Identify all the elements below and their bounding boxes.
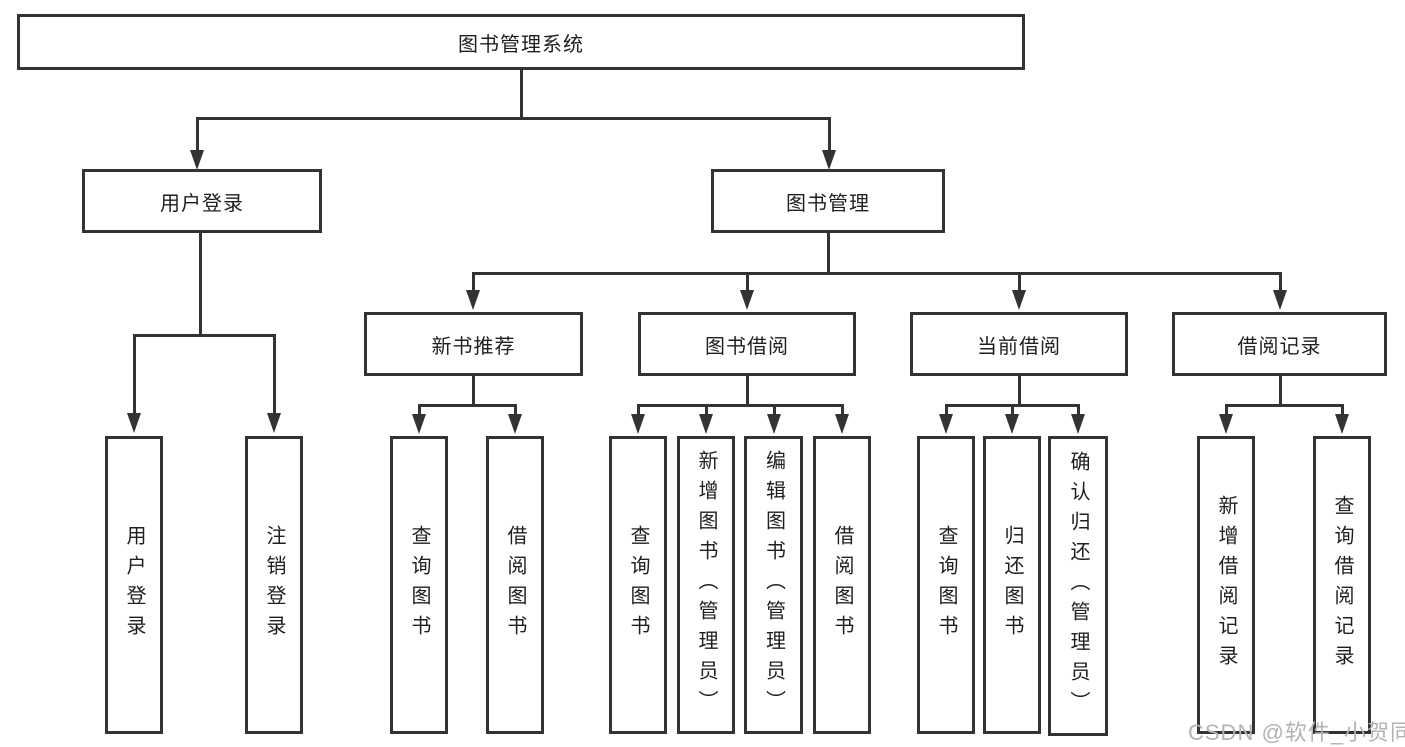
leaf-label: 查询图书 — [935, 525, 957, 645]
connector-stub-mgmt — [828, 117, 831, 152]
arrow-down-icon — [1071, 414, 1085, 434]
node-borrow-records-label: 借阅记录 — [1237, 335, 1322, 358]
arrow-down-icon — [699, 414, 713, 434]
connector-stub — [273, 334, 276, 415]
node-book-borrow: 图书借阅 — [638, 312, 856, 376]
arrow-down-icon — [835, 414, 849, 434]
leaf-label: 借阅图书 — [504, 525, 526, 645]
leaf-label: 新增图书（管理员） — [695, 450, 717, 720]
leaf-logout: 注销登录 — [245, 436, 303, 734]
node-root: 图书管理系统 — [17, 14, 1025, 70]
connector-login-stem — [199, 233, 202, 336]
connector-stub — [1225, 404, 1228, 416]
connector-stub — [133, 334, 136, 415]
connector-stub — [637, 404, 640, 416]
leaf-return-books: 归还图书 — [983, 436, 1041, 734]
leaf-edit-books-admin: 编辑图书（管理员） — [744, 436, 803, 734]
connector-level1-rail — [196, 117, 831, 120]
connector-stub — [1077, 404, 1080, 416]
node-user-login: 用户登录 — [82, 169, 322, 233]
connector-stub — [705, 404, 708, 416]
arrow-down-icon — [267, 413, 281, 433]
leaf-query-books: 查询图书 — [609, 436, 667, 734]
leaf-label: 查询图书 — [627, 525, 649, 645]
arrow-down-icon — [190, 150, 204, 170]
connector-stub — [1341, 404, 1344, 416]
arrow-down-icon — [127, 413, 141, 433]
connector-records-rail — [1225, 404, 1343, 407]
node-book-management-label: 图书管理 — [786, 192, 870, 215]
node-user-login-label: 用户登录 — [160, 192, 244, 215]
leaf-query-books: 查询图书 — [390, 436, 448, 734]
arrow-down-icon — [939, 414, 953, 434]
arrow-down-icon — [412, 414, 426, 434]
connector-stem — [746, 376, 749, 406]
leaf-label: 注销登录 — [263, 525, 285, 645]
leaf-label: 新增借阅记录 — [1215, 495, 1237, 675]
node-book-management: 图书管理 — [711, 169, 945, 233]
connector-stem — [472, 376, 475, 406]
arrow-down-icon — [1273, 290, 1287, 310]
node-root-label: 图书管理系统 — [458, 33, 584, 56]
node-book-borrow-label: 图书借阅 — [705, 335, 789, 358]
connector-stub-login — [196, 117, 199, 152]
leaf-query-books: 查询图书 — [917, 436, 975, 734]
connector-stub — [1018, 272, 1021, 292]
connector-stub — [514, 404, 517, 416]
leaf-label: 编辑图书（管理员） — [762, 450, 785, 720]
arrow-down-icon — [508, 414, 522, 434]
connector-bookborrow-rail — [637, 404, 843, 407]
leaf-borrow-books: 借阅图书 — [813, 436, 871, 734]
leaf-add-books-admin: 新增图书（管理员） — [677, 436, 735, 734]
connector-level2-rail — [472, 272, 1282, 275]
leaf-label: 归还图书 — [1001, 525, 1023, 645]
arrow-down-icon — [631, 414, 645, 434]
node-new-book-recommend-label: 新书推荐 — [431, 335, 516, 358]
leaf-query-borrow-record: 查询借阅记录 — [1313, 436, 1371, 734]
arrow-down-icon — [1335, 414, 1349, 434]
arrow-down-icon — [1219, 414, 1233, 434]
arrow-down-icon — [822, 150, 836, 170]
node-new-book-recommend: 新书推荐 — [364, 312, 583, 376]
leaf-add-borrow-record: 新增借阅记录 — [1197, 436, 1255, 734]
connector-login-rail — [133, 334, 275, 337]
connector-stem — [1018, 376, 1021, 406]
connector-stub — [418, 404, 421, 416]
csdn-watermark: CSDN @软件_小贺同学 — [1188, 720, 1405, 745]
connector-stub — [773, 404, 776, 416]
leaf-label: 查询借阅记录 — [1331, 495, 1353, 675]
connector-stub — [472, 272, 475, 292]
connector-stub — [945, 404, 948, 416]
leaf-confirm-return-admin: 确认归还（管理员） — [1048, 436, 1108, 736]
arrow-down-icon — [740, 290, 754, 310]
leaf-borrow-books: 借阅图书 — [486, 436, 544, 734]
arrow-down-icon — [1005, 414, 1019, 434]
connector-root-stem — [520, 70, 523, 119]
leaf-label: 借阅图书 — [831, 525, 853, 645]
connector-stub — [746, 272, 749, 292]
arrow-down-icon — [1012, 290, 1026, 310]
leaf-label: 确认归还（管理员） — [1067, 451, 1089, 721]
connector-newbook-rail — [418, 404, 516, 407]
node-current-borrow-label: 当前借阅 — [977, 335, 1061, 358]
connector-stub — [841, 404, 844, 416]
arrow-down-icon — [767, 414, 781, 434]
arrow-down-icon — [466, 290, 480, 310]
leaf-label: 查询图书 — [408, 525, 430, 645]
connector-stub — [1011, 404, 1014, 416]
connector-stub — [1279, 272, 1282, 292]
connector-mgmt-stem — [827, 233, 830, 274]
leaf-label: 用户登录 — [123, 525, 145, 645]
node-borrow-records: 借阅记录 — [1172, 312, 1387, 376]
node-current-borrow: 当前借阅 — [910, 312, 1128, 376]
connector-stem — [1279, 376, 1282, 406]
leaf-user-login: 用户登录 — [105, 436, 163, 734]
